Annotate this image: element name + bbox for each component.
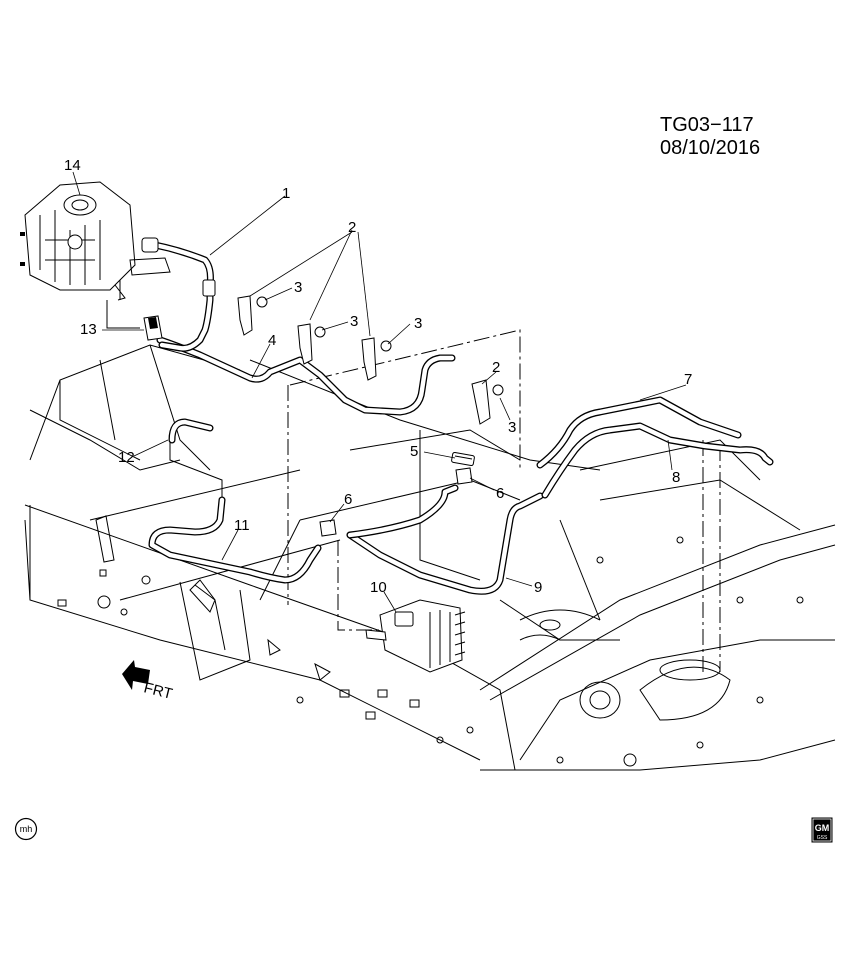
filter-module-10	[365, 599, 466, 673]
gm-logo-text: GM	[815, 823, 830, 833]
callout-12: 12	[118, 449, 135, 466]
callout-6: 6	[496, 485, 504, 502]
callout-3: 3	[294, 279, 302, 296]
callout-1: 1	[282, 185, 290, 202]
callout-2: 2	[492, 359, 500, 376]
nuts-3	[256, 296, 504, 396]
callout-7: 7	[684, 371, 692, 388]
connector-5	[451, 451, 475, 467]
callout-3: 3	[350, 313, 358, 330]
mh-mark-text: mh	[20, 824, 33, 834]
callout-10: 10	[370, 579, 387, 596]
callout-3: 3	[508, 419, 516, 436]
front-direction-label: FRT	[142, 679, 174, 702]
callout-6: 6	[344, 491, 352, 508]
pump-module	[20, 181, 216, 301]
diagram-reference: TG03−117 08/10/2016	[660, 114, 761, 159]
callout-leaders	[72, 171, 687, 613]
gm-logo-subtext: GSS	[817, 835, 828, 841]
gm-logo: GM GSS	[811, 817, 833, 843]
mh-mark: mh	[14, 817, 38, 841]
clips-2	[237, 295, 491, 425]
front-direction-arrow: FRT	[122, 660, 174, 703]
callout-8: 8	[672, 469, 680, 486]
clips-6	[319, 467, 473, 537]
vehicle-frame	[24, 344, 836, 771]
fuel-lines	[148, 241, 774, 595]
callout-14: 14	[64, 157, 81, 174]
callout-4: 4	[268, 332, 276, 349]
clip-13	[143, 315, 163, 341]
callout-13: 13	[80, 321, 97, 338]
callout-2: 2	[348, 219, 356, 236]
callout-3: 3	[414, 315, 422, 332]
callout-5: 5	[410, 443, 418, 460]
callout-9: 9	[534, 579, 542, 596]
callout-numbers: 1 2 3 3 3 4 2 3 5 6 6 7 8 9 10 11 12 13 …	[64, 157, 692, 596]
callout-11: 11	[234, 517, 250, 534]
